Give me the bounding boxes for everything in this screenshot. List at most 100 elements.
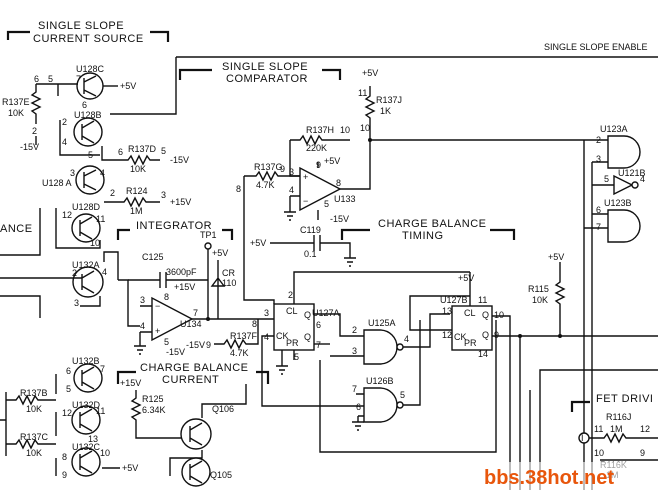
transistor-q106: Q106 [180,404,234,450]
svg-text:U128D: U128D [72,202,101,212]
svg-text:6: 6 [118,147,123,157]
gate-u123a: U123A 2 3 [596,124,641,169]
svg-text:6: 6 [596,205,601,215]
svg-text:4: 4 [102,267,107,277]
svg-text:4: 4 [140,321,145,331]
svg-text:11: 11 [96,406,105,416]
svg-text:2: 2 [352,325,357,335]
svg-text:INTEGRATOR: INTEGRATOR [136,220,212,232]
resistor-r137d: R137D 10K 6 5 -15V [118,144,189,174]
svg-text:10: 10 [494,310,504,320]
svg-text:6: 6 [356,402,361,412]
svg-text:R137G: R137G [254,162,283,172]
svg-text:3: 3 [140,295,145,305]
svg-text:U123B: U123B [604,198,632,208]
svg-text:R137B: R137B [20,388,48,398]
resistor-r137j: +5V R137J 1K 11 10 [358,68,402,140]
svg-text:CK: CK [276,331,289,341]
transistor-u128a: U128 A 3 4 2 [42,165,115,198]
svg-text:Q: Q [482,330,489,340]
svg-text:CL: CL [464,308,476,318]
svg-text:11: 11 [594,424,603,434]
svg-text:Q: Q [304,332,311,342]
svg-text:+15V: +15V [174,282,195,292]
svg-text:U127A: U127A [312,308,340,318]
svg-text:R137D: R137D [128,144,157,154]
svg-text:2: 2 [62,117,67,127]
svg-text:2: 2 [32,126,37,136]
svg-text:7: 7 [316,340,321,350]
svg-text:3: 3 [264,308,269,318]
resistor-r137g: R137G 4.7K 9 [244,162,300,190]
svg-text:U132D: U132D [72,400,101,410]
header-charge-balance-timing: CHARGE BALANCE TIMING [340,218,516,242]
svg-text:0.1: 0.1 [304,249,317,259]
svg-text:10: 10 [594,448,604,458]
svg-text:-15V: -15V [170,155,189,165]
svg-text:+5V: +5V [212,248,228,258]
transistor-q105: Q105 [181,457,232,487]
svg-text:+15V: +15V [120,378,141,388]
svg-text:10: 10 [340,125,350,135]
svg-text:U132B: U132B [72,356,100,366]
svg-text:+5V: +5V [122,463,138,473]
svg-text:6: 6 [66,366,71,376]
svg-text:3: 3 [596,154,601,164]
svg-text:PR: PR [286,338,299,348]
transistor-u132a: U132A 2 4 3 [72,260,107,308]
svg-text:11: 11 [96,214,105,224]
svg-text:C119: C119 [300,225,321,235]
svg-text:U132A: U132A [72,260,100,270]
svg-text:−: − [303,196,308,206]
svg-text:R137J: R137J [376,95,402,105]
svg-text:12: 12 [640,424,650,434]
svg-text:2: 2 [110,188,115,198]
svg-text:+5V: +5V [548,252,564,262]
svg-text:-15V: -15V [20,142,39,152]
svg-text:-15V: -15V [186,340,205,350]
svg-text:9: 9 [640,448,645,458]
svg-text:+5V: +5V [362,68,378,78]
svg-text:1M: 1M [130,206,143,216]
svg-text:9: 9 [280,164,285,174]
transistor-u128c: U128C 7 6 5 [48,64,105,110]
svg-text:PR: PR [464,338,477,348]
svg-text:7: 7 [76,74,81,84]
svg-text:3600pF: 3600pF [166,267,197,277]
svg-text:-15V: -15V [330,214,349,224]
header-charge-balance-current: CHARGE BALANCE CURRENT [116,362,270,386]
label-single-slope-enable: SINGLE SLOPE ENABLE [544,42,648,52]
svg-text:10: 10 [100,448,110,458]
svg-text:5: 5 [161,146,166,156]
flipflop-u127a: CL CK PR Q Q U127A 2 3 4 5 6 7 [264,290,340,362]
svg-text:6: 6 [34,74,39,84]
svg-text:CHARGE BALANCE: CHARGE BALANCE [378,218,486,230]
svg-text:-15V: -15V [166,347,185,357]
svg-text:CL: CL [286,306,298,316]
transistor-u132c: U132C 8 10 9 [62,442,110,480]
svg-text:5: 5 [294,352,299,362]
svg-text:U133: U133 [334,194,356,204]
svg-text:6.34K: 6.34K [142,405,166,415]
svg-text:+5V: +5V [250,238,266,248]
svg-text:4.7K: 4.7K [230,348,249,358]
svg-text:TP1: TP1 [200,230,217,240]
svg-text:8: 8 [62,452,67,462]
gate-u125a: U125A 2 3 4 [352,318,409,365]
svg-text:5: 5 [164,337,169,347]
diode-cr110: CR 110 +5V [210,248,236,300]
svg-text:Q106: Q106 [212,404,234,414]
svg-text:U128B: U128B [74,110,102,120]
svg-text:R124: R124 [126,186,148,196]
svg-text:4: 4 [62,137,67,147]
svg-text:10K: 10K [8,108,24,118]
svg-text:CR: CR [222,268,235,278]
svg-text:10: 10 [360,123,370,133]
svg-text:CURRENT: CURRENT [162,374,219,386]
resistor-r115: +5V R115 10K [528,252,566,336]
svg-text:7: 7 [193,308,198,318]
svg-text:U134: U134 [180,319,202,329]
svg-text:3: 3 [70,168,75,178]
svg-text:4: 4 [289,185,294,195]
svg-text:+5V: +5V [324,156,340,166]
